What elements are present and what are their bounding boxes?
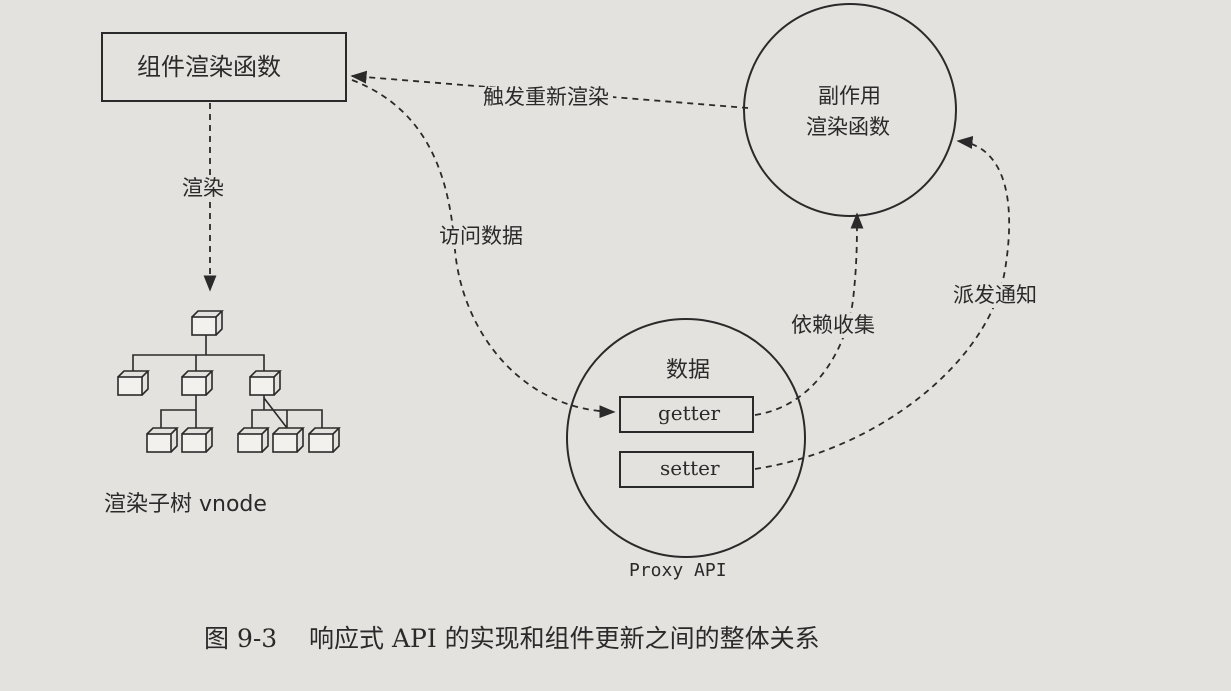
setter-box (619, 451, 754, 488)
edge-dep-collect (754, 212, 864, 416)
setter-label: setter (660, 456, 720, 480)
edge-label-render: 渲染 (182, 176, 224, 201)
effect-label-line1: 副作用 (818, 84, 881, 108)
effect-circle (743, 3, 957, 217)
getter-label: getter (658, 401, 721, 425)
edge-access-data (351, 79, 616, 419)
vnode-tree (117, 310, 341, 453)
vnode-label: 渲染子树 vnode (104, 492, 267, 517)
figure-caption: 图 9-3 响应式 API 的实现和组件更新之间的整体关系 (204, 624, 820, 653)
edge-label-dispatch-notify: 派发通知 (951, 283, 1039, 308)
proxy-api-label: Proxy API (629, 560, 727, 581)
data-title: 数据 (666, 358, 711, 383)
getter-box (619, 396, 754, 433)
render-function-label: 组件渲染函数 (137, 53, 281, 81)
edge-label-access-data: 访问数据 (437, 224, 525, 249)
edge-dispatch-notify (754, 135, 1011, 470)
edge-label-dep-collect: 依赖收集 (789, 313, 877, 338)
render-function-box (101, 32, 347, 102)
effect-label-line2: 渲染函数 (806, 115, 890, 139)
proxy-circle (566, 318, 806, 558)
vnode-root (191, 310, 224, 336)
edge-label-trigger-rerender: 触发重新渲染 (479, 87, 613, 108)
